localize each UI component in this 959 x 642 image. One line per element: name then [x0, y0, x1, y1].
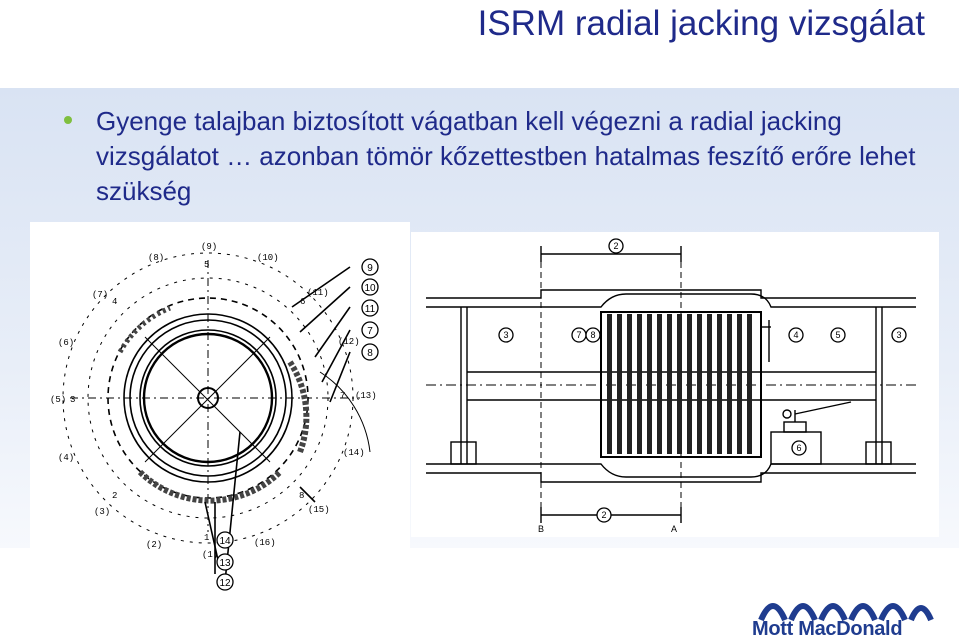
slide-title: ISRM radial jacking vizsgálat [477, 4, 925, 43]
svg-text:14: 14 [219, 536, 231, 547]
svg-text:7: 7 [367, 326, 373, 337]
svg-text:(4): (4) [58, 453, 74, 463]
cross-section-figure: (9) (8) 5 (10) (7) 4 (11) 6 (6) (12) (5)… [30, 222, 410, 642]
svg-text:(16): (16) [254, 538, 276, 548]
svg-text:1: 1 [204, 533, 209, 543]
svg-text:(12): (12) [338, 337, 360, 347]
svg-text:(2): (2) [146, 540, 162, 550]
svg-text:(3): (3) [94, 507, 110, 517]
svg-text:(15): (15) [308, 505, 330, 515]
svg-text:10: 10 [364, 283, 376, 294]
svg-text:(9): (9) [201, 242, 217, 252]
svg-text:(6): (6) [58, 338, 74, 348]
svg-text:(5): (5) [50, 395, 66, 405]
svg-text:8: 8 [590, 330, 595, 340]
svg-text:4: 4 [793, 330, 798, 340]
svg-text:(7): (7) [92, 290, 108, 300]
svg-text:5: 5 [204, 260, 209, 270]
bullet-icon [64, 116, 72, 124]
svg-text:2: 2 [112, 491, 117, 501]
svg-text:4: 4 [112, 297, 117, 307]
svg-text:3: 3 [503, 330, 508, 340]
svg-text:11: 11 [365, 304, 376, 315]
svg-text:7: 7 [576, 330, 581, 340]
svg-text:2: 2 [613, 241, 618, 251]
svg-text:(1): (1) [202, 550, 218, 560]
svg-text:A: A [671, 524, 677, 534]
svg-text:3: 3 [896, 330, 901, 340]
svg-text:8: 8 [367, 348, 373, 359]
mott-macdonald-logo [758, 603, 934, 622]
svg-text:6: 6 [796, 443, 801, 453]
logo-text: Mott MacDonald [752, 618, 903, 640]
svg-text:7: 7 [340, 391, 345, 401]
svg-text:5: 5 [835, 330, 840, 340]
svg-text:2: 2 [601, 510, 606, 520]
svg-text:9: 9 [367, 263, 373, 274]
svg-text:(10): (10) [257, 253, 279, 263]
svg-text:B: B [538, 524, 544, 534]
bullet-text: Gyenge talajban biztosított vágatban kel… [96, 106, 916, 206]
svg-text:3: 3 [70, 395, 75, 405]
svg-text:12: 12 [219, 578, 231, 589]
svg-text:(13): (13) [355, 391, 377, 401]
svg-text:(8): (8) [148, 253, 164, 263]
svg-text:13: 13 [219, 558, 231, 569]
svg-text:6: 6 [300, 297, 305, 307]
svg-text:8: 8 [299, 491, 304, 501]
svg-text:(14): (14) [343, 448, 365, 458]
svg-text:(11): (11) [307, 288, 329, 298]
